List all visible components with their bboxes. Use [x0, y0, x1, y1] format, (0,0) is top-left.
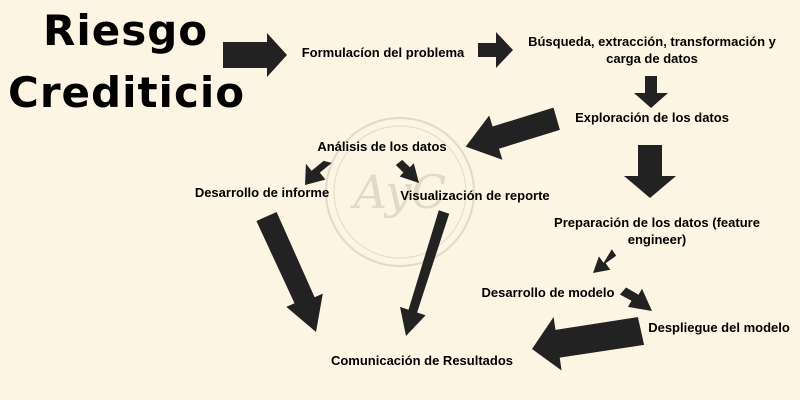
node-desarrollo-informe: Desarrollo de informe — [194, 185, 330, 200]
node-formulacion: Formulacíon del problema — [301, 45, 465, 60]
node-exploracion: Exploración de los datos — [575, 110, 729, 125]
arrow-exploracion-to-analisis — [465, 107, 560, 160]
arrow-analisis-to-visualizacion — [395, 159, 419, 183]
arrow-title-to-formulacion — [223, 33, 287, 77]
title-riesgo: Riesgo — [43, 6, 209, 55]
node-desarrollo-modelo: Desarrollo de modelo — [481, 285, 615, 300]
watermark-logo: AyC — [325, 117, 475, 267]
node-comunicacion: Comunicación de Resultados — [330, 353, 514, 368]
node-analisis: Análisis de los datos — [317, 139, 447, 154]
node-busqueda: Búsqueda, extracción, transformación y c… — [528, 34, 776, 66]
title-crediticio: Crediticio — [8, 68, 246, 117]
node-visualizacion: Visualización de reporte — [400, 188, 550, 203]
arrow-analisis-to-desarrollo-informe — [305, 160, 332, 185]
arrow-desarrollo-modelo-to-despliegue — [619, 287, 652, 311]
arrow-preparacion-to-desarrollo-modelo — [593, 249, 617, 273]
node-preparacion: Preparación de los datos (feature engine… — [554, 215, 760, 247]
arrow-formulacion-to-busqueda — [478, 32, 513, 68]
node-despliegue: Despliegue del modelo — [648, 320, 790, 335]
watermark-text: AyC — [350, 165, 447, 219]
arrow-busqueda-to-exploracion — [634, 76, 668, 108]
arrow-visualizacion-to-comunicacion — [400, 210, 450, 336]
arrow-exploracion-to-preparacion — [624, 145, 676, 198]
arrow-despliegue-to-comunicacion — [532, 317, 645, 371]
arrow-desarrollo-informe-to-comunicacion — [256, 212, 323, 332]
